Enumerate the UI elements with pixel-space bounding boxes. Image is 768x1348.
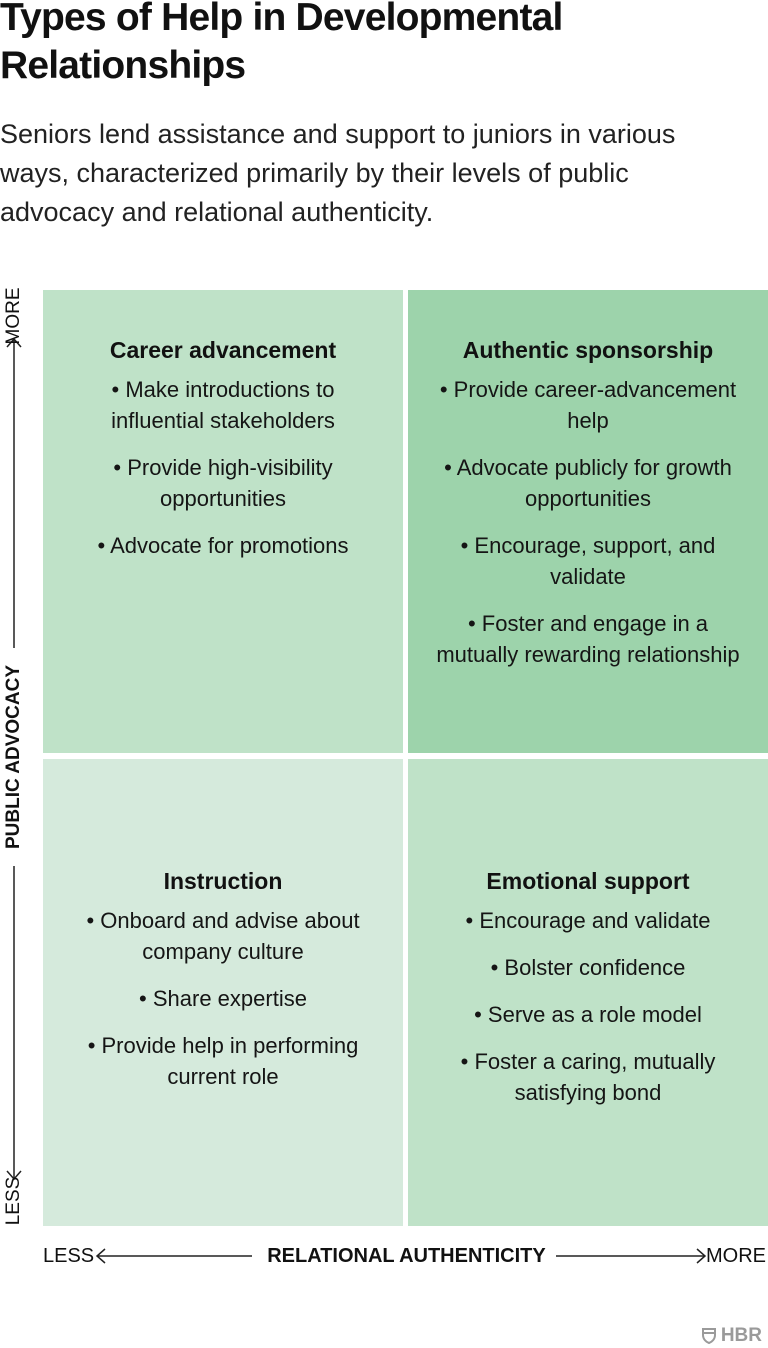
list-item: • Encourage and validate [465,908,711,933]
quadrant-heading: Instruction [163,868,283,894]
arrow-down-icon [6,1170,22,1181]
quadrant-list: • Encourage and validate • Bolster confi… [408,905,768,1108]
subtitle: Seniors lend assistance and support to j… [0,119,676,227]
list-item: • Onboard and advise about company cultu… [86,908,360,964]
list-item: • Advocate for promotions [97,533,349,558]
quadrant-heading: Authentic sponsorship [462,337,714,363]
quadrant-career-advancement: Career advancement • Make introductions … [43,290,403,753]
arrow-left-icon [95,1248,106,1264]
list-item: • Serve as a role model [474,1002,702,1027]
logo-text: HBR [720,1325,762,1346]
x-axis-label: RELATIONAL AUTHENTICITY [267,1245,546,1267]
x-axis-more: MORE [706,1245,766,1267]
quadrant-heading: Career advancement [109,337,337,363]
list-item: • Provide help in performing current rol… [87,1033,359,1089]
quadrant-instruction: Instruction • Onboard and advise about c… [43,759,403,1226]
hbr-logo: HBR [701,1325,762,1347]
quadrant-list: • Onboard and advise about company cultu… [43,905,403,1092]
list-item: • Foster and engage in a mutually reward… [436,611,740,667]
list-item: • Foster a caring, mutually satisfying b… [460,1049,716,1105]
arrow-up-icon [6,337,22,348]
page-title: Types of Help in Developmental Relations… [0,0,563,87]
list-item: • Bolster confidence [490,955,686,980]
list-item: • Advocate publicly for growth opportuni… [444,455,732,511]
quadrant-authentic-sponsorship: Authentic sponsorship • Provide career-a… [408,290,768,753]
list-item: • Make introductions to influential stak… [111,377,335,433]
list-item: • Encourage, support, and validate [460,533,716,589]
quadrant-list: • Make introductions to influential stak… [43,374,403,561]
arrow-right-icon [696,1248,707,1264]
quadrant-heading: Emotional support [486,868,690,894]
quadrant-list: • Provide career-advancement help • Advo… [408,374,768,670]
list-item: • Share expertise [139,986,307,1011]
shield-icon [701,1328,716,1344]
list-item: • Provide high-visibility opportunities [113,455,333,511]
x-axis-less: LESS [43,1245,95,1267]
quadrant-emotional-support: Emotional support • Encourage and valida… [408,759,768,1226]
list-item: • Provide career-advancement help [439,377,737,433]
